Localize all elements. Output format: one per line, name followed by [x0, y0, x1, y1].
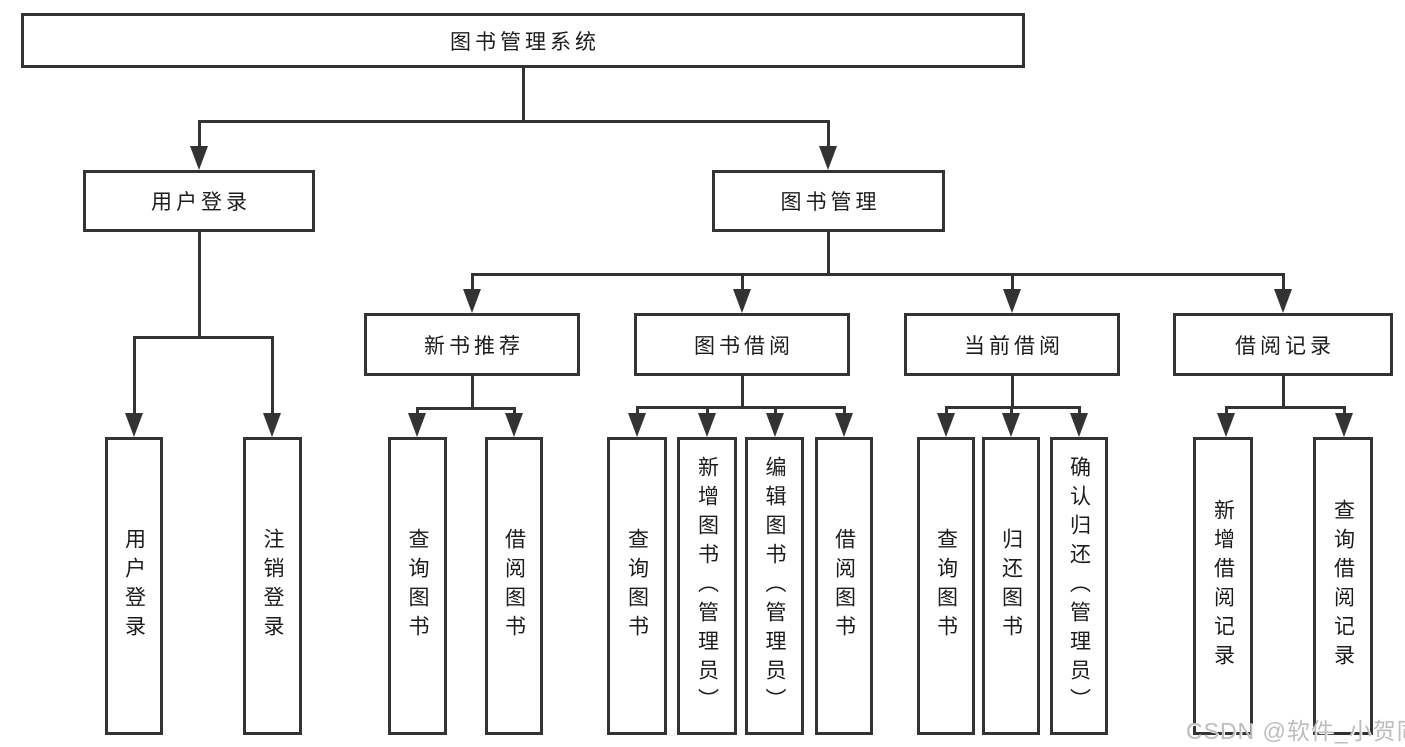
arrowhead-icon — [835, 413, 853, 437]
connector-line — [1010, 376, 1014, 406]
connector-line — [415, 407, 419, 415]
arrowhead-icon — [1070, 413, 1088, 437]
connector-line — [521, 68, 525, 120]
connector-line — [1009, 406, 1013, 415]
connector-line — [470, 273, 1285, 276]
node-book-management: 图书管理 — [712, 170, 945, 232]
connector-line — [1281, 273, 1285, 291]
node-br-add-record: 新增借阅记录 — [1193, 437, 1253, 735]
connector-line — [1342, 406, 1346, 415]
node-logout: 注销登录 — [243, 437, 302, 735]
node-system: 图书管理系统 — [21, 13, 1025, 68]
node-bb-query-books: 查询图书 — [607, 437, 667, 735]
connector-line — [1010, 273, 1014, 291]
arrowhead-icon — [463, 289, 481, 313]
arrowhead-icon — [125, 413, 143, 437]
node-new-book-recommend: 新书推荐 — [364, 313, 580, 376]
arrowhead-icon — [263, 413, 281, 437]
node-bb-add-books-admin: 新增图书（管理员） — [677, 437, 737, 735]
arrowhead-icon — [1335, 413, 1353, 437]
node-br-query-record: 查询借阅记录 — [1313, 437, 1373, 735]
arrowhead-icon — [1274, 289, 1292, 313]
connector-line — [944, 406, 1081, 409]
connector-line — [740, 376, 744, 406]
arrowhead-icon — [628, 413, 646, 437]
node-book-borrowing: 图书借阅 — [634, 313, 850, 376]
arrowhead-icon — [190, 146, 208, 170]
arrowhead-icon — [1217, 413, 1235, 437]
arrowhead-icon — [766, 413, 784, 437]
connector-line — [1077, 406, 1081, 415]
connector-line — [773, 406, 777, 415]
connector-line — [705, 406, 709, 415]
arrowhead-icon — [1003, 289, 1021, 313]
connector-line — [132, 336, 136, 415]
connector-line — [270, 336, 274, 415]
connector-line — [470, 376, 474, 407]
node-cb-return-books: 归还图书 — [982, 437, 1040, 735]
connector-line — [826, 120, 830, 148]
connector-line — [842, 406, 846, 415]
connector-line — [197, 120, 201, 148]
connector-line — [197, 232, 201, 336]
connector-line — [635, 406, 846, 409]
connector-line — [512, 407, 516, 415]
connector-line — [944, 406, 948, 415]
connector-line — [132, 336, 274, 339]
connector-line — [1224, 406, 1228, 415]
node-cb-confirm-return-admin: 确认归还（管理员） — [1050, 437, 1108, 735]
connector-line — [1224, 406, 1346, 409]
node-current-borrowing: 当前借阅 — [904, 313, 1120, 376]
connector-line — [415, 407, 516, 410]
arrowhead-icon — [698, 413, 716, 437]
node-nbr-query-books: 查询图书 — [388, 437, 447, 735]
connector-line — [740, 273, 744, 291]
connector-line — [826, 232, 830, 273]
node-nbr-borrow-books: 借阅图书 — [485, 437, 543, 735]
arrowhead-icon — [505, 413, 523, 437]
connector-line — [635, 406, 639, 415]
node-bb-edit-books-admin: 编辑图书（管理员） — [745, 437, 804, 735]
arrowhead-icon — [1002, 413, 1020, 437]
node-login: 用户登录 — [105, 437, 163, 735]
node-bb-borrow-books: 借阅图书 — [815, 437, 873, 735]
connector-line — [197, 120, 830, 123]
connector-line — [1281, 376, 1285, 406]
node-cb-query-books: 查询图书 — [917, 437, 975, 735]
arrowhead-icon — [408, 413, 426, 437]
connector-line — [470, 273, 474, 291]
node-borrowing-records: 借阅记录 — [1173, 313, 1393, 376]
node-user-login: 用户登录 — [83, 170, 315, 232]
arrowhead-icon — [733, 289, 751, 313]
watermark: CSDN @软件_小贺同学 — [1186, 718, 1405, 744]
arrowhead-icon — [937, 413, 955, 437]
arrowhead-icon — [819, 146, 837, 170]
